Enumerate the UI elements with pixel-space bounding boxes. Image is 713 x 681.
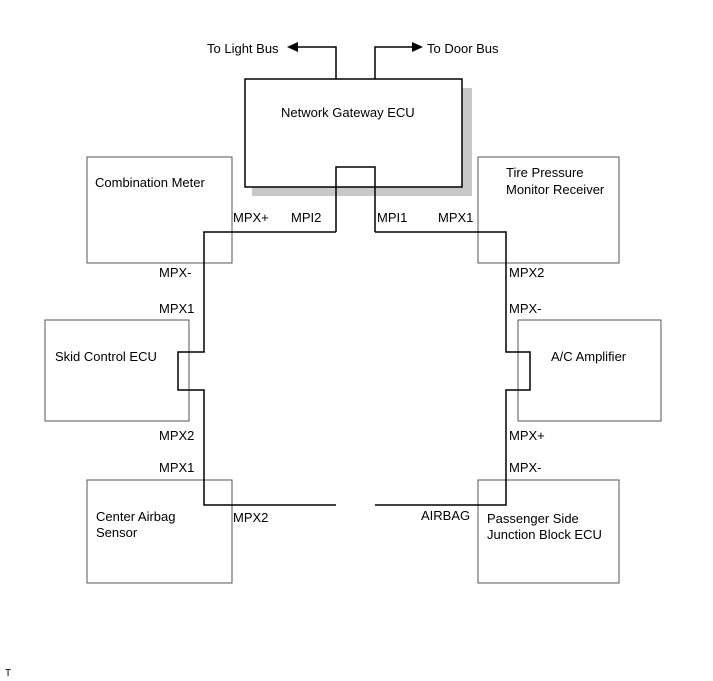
ac-amplifier-label: A/C Amplifier: [551, 349, 627, 364]
tire-pressure-label-line1: Tire Pressure: [506, 165, 584, 180]
pin-label-gateway-mpi2: MPI2: [291, 210, 321, 225]
combination-meter-box: [86, 156, 233, 264]
pin-label-meter-mpx-minus: MPX-: [159, 265, 192, 280]
tire-pressure-receiver-box: [477, 156, 620, 264]
light-bus-arrowhead: [287, 42, 298, 52]
pin-label-ac-mpx-minus: MPX-: [509, 301, 542, 316]
pin-label-meter-mpx-plus: MPX+: [233, 210, 269, 225]
combination-meter-label: Combination Meter: [95, 175, 205, 190]
pin-label-ac-mpx-plus: MPX+: [509, 428, 545, 443]
passenger-jb-label-line2: Junction Block ECU: [487, 527, 602, 542]
skid-control-label: Skid Control ECU: [55, 349, 157, 364]
center-airbag-label-line1: Center Airbag: [96, 509, 176, 524]
ac-amplifier-box: [517, 319, 662, 422]
gateway-ecu-label: Network Gateway ECU: [281, 105, 415, 120]
pin-label-gateway-mpi1: MPI1: [377, 210, 407, 225]
pin-label-tire-mpx1: MPX1: [438, 210, 473, 225]
pin-label-skid-mpx1: MPX1: [159, 301, 194, 316]
pin-label-jb-airbag: AIRBAG: [421, 508, 470, 523]
skid-control-ecu-box: [44, 319, 190, 422]
right-bus-wire: [375, 231, 531, 506]
passenger-junction-block-box: [477, 479, 620, 584]
pin-label-airbag-mpx1: MPX1: [159, 460, 194, 475]
gateway-ecu-box: [244, 78, 463, 188]
gateway-internal-loop: [335, 166, 376, 232]
passenger-jb-label-line1: Passenger Side: [487, 511, 579, 526]
to-door-bus-label: To Door Bus: [427, 41, 499, 56]
door-bus-line: [374, 46, 412, 79]
center-airbag-label-line2: Sensor: [96, 525, 138, 540]
door-bus-arrowhead: [412, 42, 423, 52]
tire-pressure-label-line2: Monitor Receiver: [506, 182, 605, 197]
center-airbag-sensor-box: [86, 479, 233, 584]
corner-mark: T: [5, 668, 11, 679]
to-light-bus-label: To Light Bus: [207, 41, 279, 56]
light-bus-line: [298, 46, 337, 79]
pin-label-tire-mpx2: MPX2: [509, 265, 544, 280]
pin-label-skid-mpx2: MPX2: [159, 428, 194, 443]
pin-label-jb-mpx-minus: MPX-: [509, 460, 542, 475]
pin-label-airbag-mpx2: MPX2: [233, 510, 268, 525]
left-bus-wire: [177, 231, 336, 506]
